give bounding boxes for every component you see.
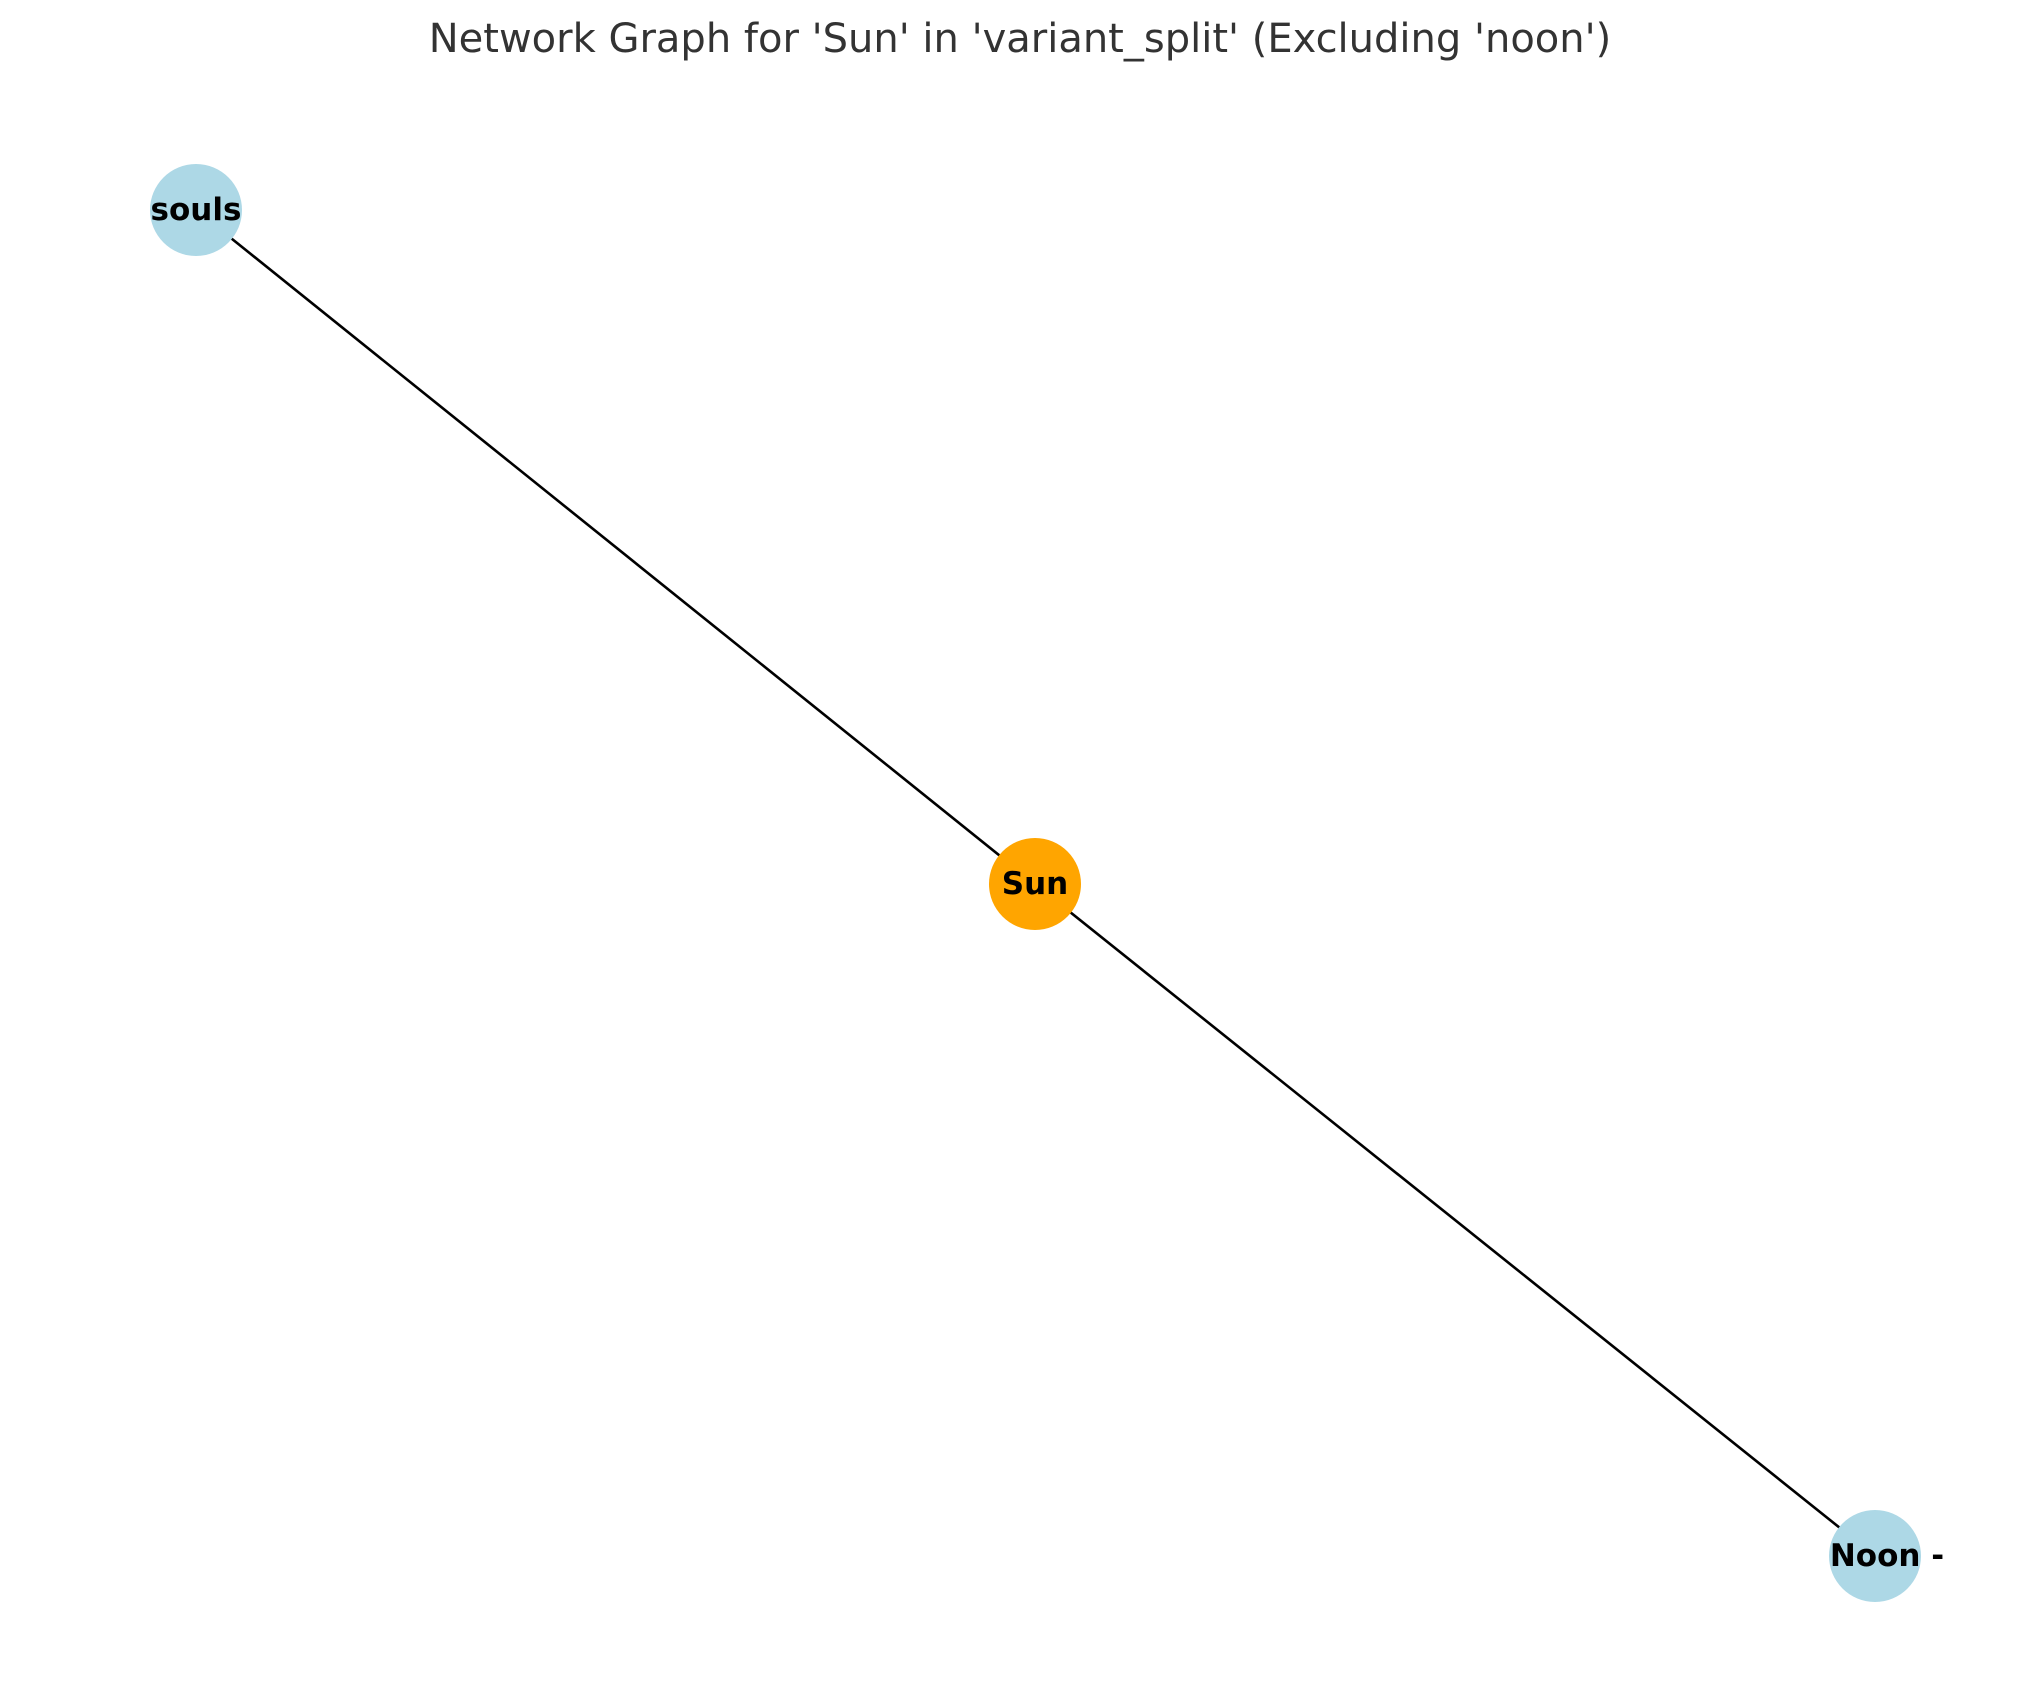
node-souls[interactable]: souls <box>150 164 242 256</box>
node-souls-circle <box>150 164 242 256</box>
graph-title: Network Graph for 'Sun' in 'variant_spli… <box>429 16 1611 62</box>
edges-layer <box>195 208 1876 1558</box>
node-sun[interactable]: Sun <box>989 838 1081 930</box>
edge-sun-noon <box>1034 882 1876 1558</box>
nodes-layer: souls Sun Noon - <box>150 164 1944 1602</box>
edge-souls-sun <box>195 208 1036 886</box>
node-noon-circle <box>1829 1510 1921 1602</box>
node-souls-label: souls <box>151 192 242 228</box>
node-sun-circle <box>989 838 1081 930</box>
node-sun-label: Sun <box>1002 866 1068 902</box>
node-noon-label: Noon - <box>1830 1538 1944 1574</box>
node-noon[interactable]: Noon - <box>1829 1510 1944 1602</box>
